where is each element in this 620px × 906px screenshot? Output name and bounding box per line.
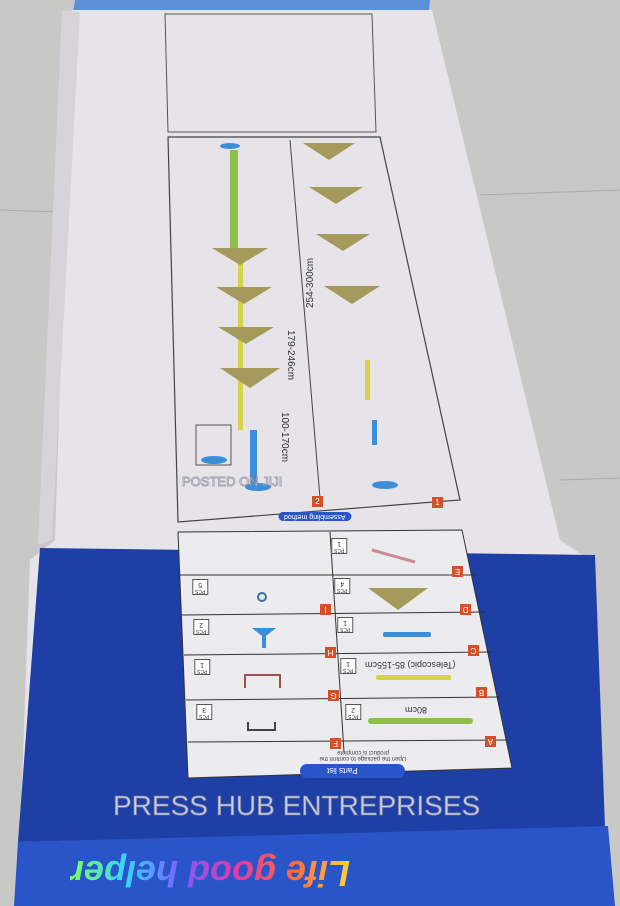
part-code: F (330, 738, 341, 749)
part-g-image (244, 674, 281, 688)
box-bottom-strip (14, 826, 615, 906)
shelves-exploded (303, 143, 380, 304)
part-code: A (485, 736, 496, 747)
floor-tile-line (479, 189, 620, 196)
pcs-label: PCS (340, 626, 351, 632)
part-code: C (468, 645, 479, 656)
pcs-count: 3 (202, 706, 207, 713)
part-code: D (460, 604, 471, 615)
pcs-count: 4 (340, 580, 345, 587)
pcs-label: PCS (343, 667, 354, 673)
pcs-label: PCS (196, 628, 207, 634)
step-number: 2 (312, 496, 323, 507)
box-edge (38, 10, 80, 545)
pcs-label: PCS (348, 713, 359, 719)
shelves-assembled (212, 248, 280, 388)
assembly-title: Assembling method (278, 512, 352, 521)
pcs-label: PCS (195, 588, 206, 594)
parts-list-note: Open the package to confirm the product … (319, 749, 407, 761)
floor-tile-line (559, 477, 620, 481)
part-code: B (476, 687, 487, 698)
part-h-image (252, 628, 276, 648)
detail-base (201, 456, 227, 464)
parts-list-header (300, 764, 405, 778)
watermark-seller: PRESS HUB ENTREPRISES (112, 790, 481, 822)
part-code: G (328, 690, 339, 701)
part-h-exploded (372, 481, 398, 489)
frame-top-diagram (164, 13, 377, 133)
parts-list-title: Parts list (327, 766, 358, 775)
parts-list-sheet (177, 529, 513, 779)
base-h (245, 483, 271, 491)
pole-a (230, 150, 238, 250)
part-code: H (325, 647, 336, 658)
dimension-label: 254-300cm (305, 257, 316, 308)
part-f-image (247, 722, 276, 731)
pole-c (250, 430, 257, 485)
frame-assembly (167, 136, 461, 523)
part-code: E (452, 566, 463, 577)
parts-grid (180, 531, 509, 753)
part-code: I (320, 604, 331, 615)
frame-divider (289, 139, 321, 499)
part-d-image (368, 588, 428, 610)
part-c-image (383, 632, 431, 637)
pcs-count: 5 (198, 581, 203, 588)
pcs-count: 2 (351, 706, 356, 713)
dimension-label: 100-170cm (279, 412, 290, 463)
part-e-image (371, 548, 416, 564)
step-number: 1 (432, 497, 443, 508)
part-b-exploded (365, 360, 370, 400)
pcs-count: 1 (200, 661, 205, 668)
part-a-image (368, 718, 473, 724)
pcs-count: 1 (337, 540, 342, 547)
dimension-label: 179-246cm (285, 330, 296, 381)
pcs-label: PCS (334, 547, 345, 553)
detail-inset (195, 424, 232, 466)
pcs-label: PCS (337, 587, 348, 593)
part-i-image (257, 592, 267, 602)
part-desc: (Telescopic) 85-155cm (365, 660, 456, 670)
top-cap (220, 143, 240, 149)
part-desc: 80cm (405, 705, 428, 715)
watermark-posted: POSTED ON JIJI (181, 474, 283, 490)
pcs-label: PCS (199, 713, 210, 719)
pcs-count: 2 (199, 621, 204, 628)
pcs-count: 1 (343, 619, 348, 626)
brand-logo: Life good helper (70, 853, 351, 894)
part-b-image (376, 675, 451, 680)
pcs-label: PCS (197, 668, 208, 674)
part-c-exploded (372, 420, 377, 445)
floor-tile-line (0, 209, 61, 213)
pcs-count: 1 (346, 660, 351, 667)
